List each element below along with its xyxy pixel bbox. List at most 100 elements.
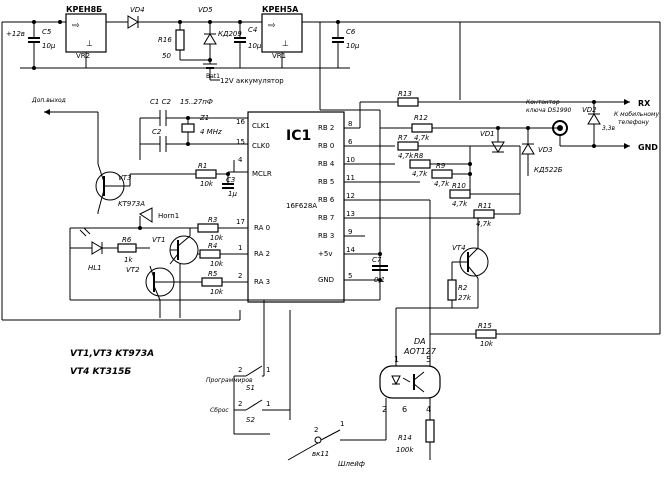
r2-value: 27k <box>458 294 472 302</box>
regulator-vr2 <box>65 13 107 53</box>
r9-value: 4,7k <box>434 180 450 188</box>
vt3-name: VT3 <box>118 174 132 182</box>
resistor-r7 <box>397 141 419 151</box>
resistor-r10 <box>449 189 471 199</box>
opto-pin-5: 5 <box>426 355 431 364</box>
regulator-vr1 <box>261 13 303 53</box>
bat-name: Bat1 <box>206 73 220 80</box>
r3-name: R3 <box>208 216 217 224</box>
s2-name: S2 <box>246 416 255 424</box>
vt1-name: VT1 <box>152 236 166 244</box>
vt3-type: KT973A <box>118 200 145 208</box>
pin-rb5: RB 5 <box>318 178 334 186</box>
svg-text:⇨: ⇨ <box>268 21 276 31</box>
opto-pin-1: 1 <box>394 355 399 364</box>
resistor-r2 <box>447 279 457 301</box>
shleif-label: Шлейф <box>338 460 365 468</box>
r2-name: R2 <box>458 284 468 292</box>
contact-label-2: ключа DS1990 <box>526 107 572 114</box>
pin-5v: +5v <box>318 250 332 258</box>
svg-text:⇨: ⇨ <box>72 21 80 31</box>
c3-value: 1µ <box>228 190 237 198</box>
pin-4-num: 4 <box>238 156 243 164</box>
shleif-terminal[interactable] <box>314 436 322 444</box>
z1-freq: 4 MHz <box>200 128 222 136</box>
reg1-name: VR2 <box>76 52 90 60</box>
horn1 <box>139 207 153 223</box>
prog-label: Программиров <box>206 377 253 384</box>
da-name: DA <box>414 337 426 346</box>
dop-output-label: Доп.выход <box>31 97 66 104</box>
da-type: AOT127 <box>403 347 437 356</box>
r7-name: R7 <box>398 134 408 142</box>
c5-value: 10µ <box>42 42 56 50</box>
s2-pin-2: 2 <box>238 400 242 408</box>
diode-vd2 <box>587 113 601 125</box>
r12-value: 4,7k <box>414 134 430 142</box>
hl1-name: HL1 <box>88 264 102 272</box>
capacitor-c7: C7 0,1 <box>372 252 388 300</box>
opto-pin-2: 2 <box>382 405 387 414</box>
switches: Программиров 2 1 S1 Сброс 2 1 S2 2 1 вк1… <box>206 300 386 468</box>
c2-name: C2 <box>152 128 162 136</box>
r8-value: 4,7k <box>412 170 428 178</box>
oscillator: C1 C2 15..27пФ C2 Z1 4 MHz <box>139 98 245 160</box>
pin-rb7: RB 7 <box>318 214 334 222</box>
r5-name: R5 <box>208 270 218 278</box>
resistor-r14 <box>425 419 435 443</box>
pin-14-num: 14 <box>346 246 355 254</box>
r6-name: R6 <box>122 236 132 244</box>
diode-vd3 <box>521 143 535 155</box>
pin-ra3: RA 3 <box>254 278 270 286</box>
ic-name: IC1 <box>286 128 311 144</box>
switch-vk11[interactable] <box>320 429 341 441</box>
r4-value: 10k <box>210 260 224 268</box>
resistor-r5 <box>201 277 223 287</box>
notes: VT1,VT3 KT973A VT4 KT315Б <box>70 349 154 377</box>
vd2-value: 3,3в <box>602 125 616 132</box>
s1-pin-2: 2 <box>238 366 242 374</box>
r15-name: R15 <box>478 322 492 330</box>
c6-name: C6 <box>346 28 356 36</box>
left-circuit: Доп.выход R1 10k C3 1µ VT3 KT973A Horn1 <box>1 22 380 321</box>
resistor-r11 <box>473 209 495 219</box>
pin-ra0: RA 0 <box>254 224 270 232</box>
vd3-type: КД522Б <box>534 166 563 174</box>
r1-name: R1 <box>198 162 207 170</box>
opto-pin-6: 6 <box>402 405 407 414</box>
r9-name: R9 <box>436 162 446 170</box>
pin-rb2: RB 2 <box>318 124 334 132</box>
svg-text:⊥: ⊥ <box>282 39 289 48</box>
pin-17-num: 17 <box>236 218 245 226</box>
note-line-2: VT4 KT315Б <box>70 367 131 377</box>
c4-name: C4 <box>248 26 257 34</box>
r16-value: 50 <box>162 52 171 60</box>
pin-10-num: 10 <box>346 156 355 164</box>
s2-pin-1: 1 <box>266 400 270 408</box>
r5-value: 10k <box>210 288 224 296</box>
ic-type: 16F628A <box>286 202 317 210</box>
r4-name: R4 <box>208 242 217 250</box>
pin-mclr: MCLR <box>252 170 272 178</box>
resistor-r6 <box>117 243 137 253</box>
r8-name: R8 <box>414 152 424 160</box>
resistor-r13 <box>397 97 419 107</box>
c7-value: 0,1 <box>374 276 385 284</box>
switch-s1[interactable] <box>245 365 263 377</box>
pin-9-num: 9 <box>348 228 352 236</box>
c1c2-value: 15..27пФ <box>180 98 213 106</box>
pin-rb3: RB 3 <box>318 232 334 240</box>
diode-vd4 <box>127 15 139 29</box>
r3-value: 10k <box>210 234 224 242</box>
resistor-r3 <box>197 223 219 233</box>
r10-name: R10 <box>452 182 466 190</box>
vd4-name: VD4 <box>130 6 145 14</box>
switch-s2[interactable] <box>245 399 263 411</box>
r15-value: 10k <box>480 340 494 348</box>
pin-15-num: 15 <box>236 138 245 146</box>
s1-name: S1 <box>246 384 255 392</box>
pin-2-num: 2 <box>238 272 242 280</box>
reg2-type: КРЕН5А <box>262 5 299 14</box>
optocoupler: DA AOT127 1 5 2 6 4 R14 100k <box>379 307 441 460</box>
